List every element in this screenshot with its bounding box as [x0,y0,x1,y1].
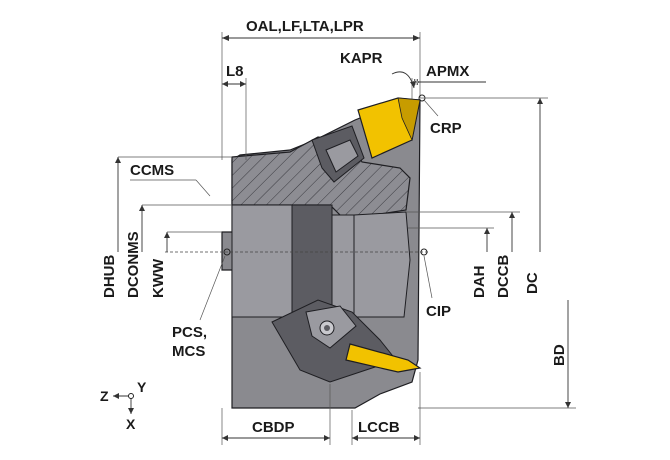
dimension-lines [115,32,576,445]
label-oal: OAL,LF,LTA,LPR [246,18,364,35]
label-dconms: DCONMS [125,231,142,298]
label-axis-z: Z [100,388,109,404]
label-ccms: CCMS [130,162,174,179]
axis-triad [113,393,134,414]
label-dccb: DCCB [495,255,512,298]
label-apmx: APMX [426,63,469,80]
axis-origin-icon [128,393,134,399]
label-axis-y: Y [137,379,147,395]
label-cip: CIP [426,303,451,320]
label-dc: DC [524,272,541,294]
insert-top [357,97,421,159]
front-recess [353,211,411,318]
label-bd: BD [551,344,568,366]
label-cbdp: CBDP [252,419,295,436]
cip-point-icon [420,248,428,256]
label-kapr: KAPR [340,50,383,67]
label-crp: CRP [430,120,462,137]
bore-step [331,214,355,318]
bore-face [231,204,293,318]
label-dah: DAH [471,266,488,299]
labels: OAL,LF,LTA,LPR L8 KAPR APMX CRP CCMS DHU… [100,18,568,436]
label-dhub: DHUB [101,255,118,298]
label-pcs: PCS, [172,324,207,341]
bore-inner [291,204,333,318]
label-axis-x: X [126,416,136,432]
label-kww: KWW [150,258,167,298]
label-l8: L8 [226,63,244,80]
screw-socket-icon [324,325,330,331]
clamp-wedge [325,139,359,173]
label-lccb: LCCB [358,419,400,436]
label-mcs: MCS [172,343,205,360]
insert-bottom [345,343,422,373]
pcs-point-icon [223,248,231,256]
cutter-body [221,99,421,409]
